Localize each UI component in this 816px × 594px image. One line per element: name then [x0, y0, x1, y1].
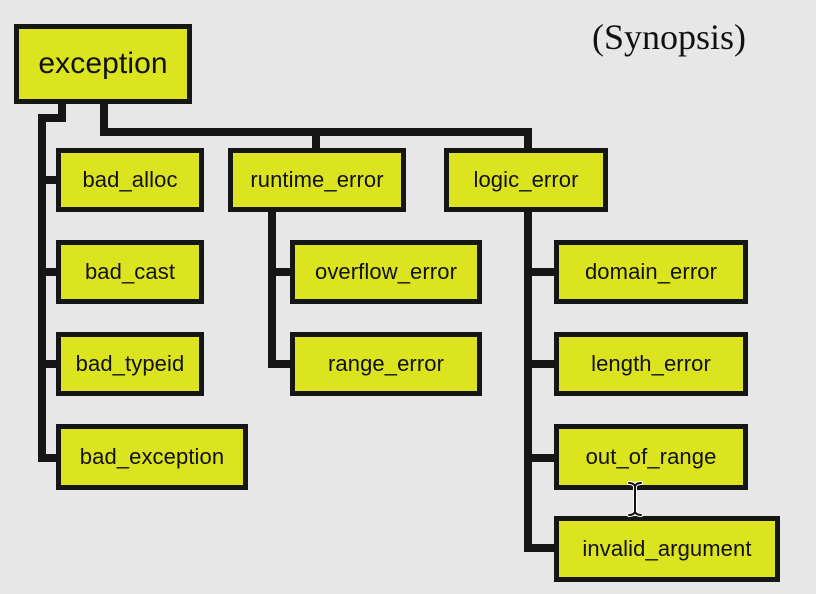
node-invalid-argument: invalid_argument	[554, 516, 780, 582]
node-overflow-error-label: overflow_error	[314, 259, 457, 284]
node-runtime-error: runtime_error	[228, 148, 406, 212]
node-logic-error-label: logic_error	[473, 167, 579, 192]
node-bad-alloc-label: bad_alloc	[82, 167, 178, 192]
node-length-error: length_error	[554, 332, 748, 396]
connector-runtime-children	[268, 206, 296, 368]
node-out-of-range-label: out_of_range	[585, 444, 717, 469]
node-range-error-label: range_error	[327, 351, 445, 376]
node-bad-cast: bad_cast	[56, 240, 204, 304]
node-bad-alloc: bad_alloc	[56, 148, 204, 212]
node-out-of-range: out_of_range	[554, 424, 748, 490]
node-logic-error: logic_error	[444, 148, 608, 212]
node-bad-typeid: bad_typeid	[56, 332, 204, 396]
node-invalid-argument-label: invalid_argument	[582, 536, 752, 561]
node-exception-label: exception	[38, 47, 168, 80]
node-bad-exception: bad_exception	[56, 424, 248, 490]
connector-logic-children	[524, 206, 562, 552]
text-cursor-icon	[627, 481, 643, 517]
connector-exception-left-trunk	[38, 100, 66, 462]
node-range-error: range_error	[290, 332, 482, 396]
node-bad-exception-label: bad_exception	[79, 444, 225, 469]
node-domain-error-label: domain_error	[584, 259, 718, 284]
node-exception: exception	[14, 24, 192, 104]
node-domain-error: domain_error	[554, 240, 748, 304]
node-runtime-error-label: runtime_error	[250, 167, 384, 192]
node-bad-typeid-label: bad_typeid	[75, 351, 185, 376]
node-length-error-label: length_error	[591, 351, 711, 376]
synopsis-title: (Synopsis)	[592, 17, 747, 57]
node-overflow-error: overflow_error	[290, 240, 482, 304]
node-bad-cast-label: bad_cast	[84, 259, 176, 284]
